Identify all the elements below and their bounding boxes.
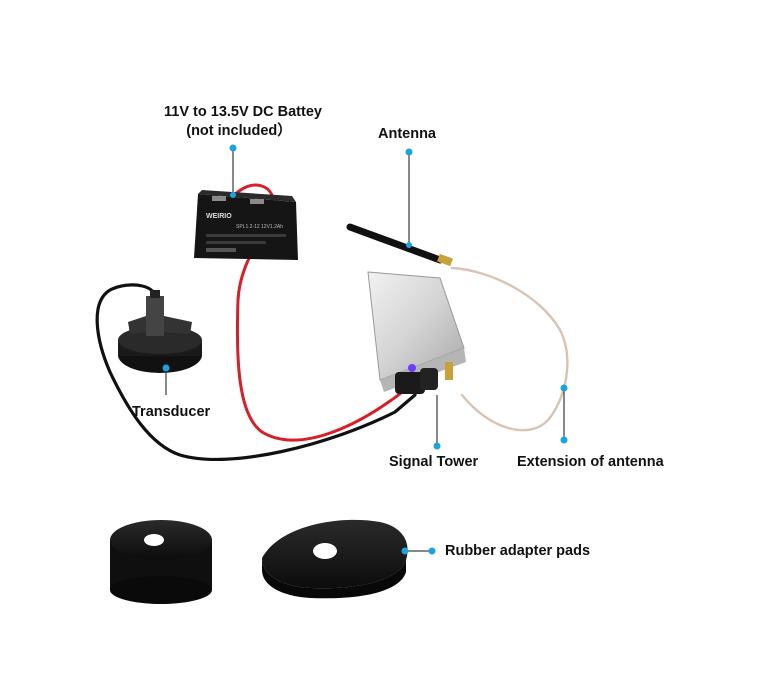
battery-callout-end-dot: [230, 192, 236, 198]
transducer-callout-dot: [162, 364, 170, 372]
battery-callout-dot: [229, 144, 237, 152]
rubber-pads-callout-end-dot: [428, 547, 436, 555]
antenna-label: Antenna: [378, 126, 436, 142]
battery-label-line2: (not included）: [186, 123, 292, 139]
antenna-callout-end-dot: [406, 242, 412, 248]
antenna-extension-label: Extension of antenna: [517, 454, 664, 470]
transducer: [118, 290, 202, 373]
battery-model-print: SPL1.2-12 12V1.2Ah: [236, 224, 283, 230]
rubber-pad-cylinder: [110, 520, 212, 604]
rubber-pads-label: Rubber adapter pads: [445, 543, 591, 559]
transducer-label: Transducer: [132, 404, 211, 420]
signal-tower-callout-dot: [433, 442, 441, 450]
battery-brand-print: WEIRIO: [206, 213, 232, 220]
transducer-cable: [95, 283, 417, 462]
signal-tower-device: [367, 271, 466, 394]
extension-callout-end-dot: [560, 436, 568, 444]
callout-dots: [162, 144, 568, 555]
battery-label-line1: 11V to 13.5V DC Battey: [164, 104, 322, 120]
battery: WEIRIO SPL1.2-12 12V1.2Ah: [194, 190, 298, 260]
antenna: [346, 223, 453, 267]
signal-tower-label: Signal Tower: [389, 454, 479, 470]
antenna-callout-dot: [405, 148, 413, 156]
rubber-pads-callout-dot: [401, 547, 409, 555]
antenna-extension-cable: [450, 266, 569, 432]
rubber-pad-saddle: [262, 519, 408, 599]
extension-callout-dot: [560, 384, 568, 392]
